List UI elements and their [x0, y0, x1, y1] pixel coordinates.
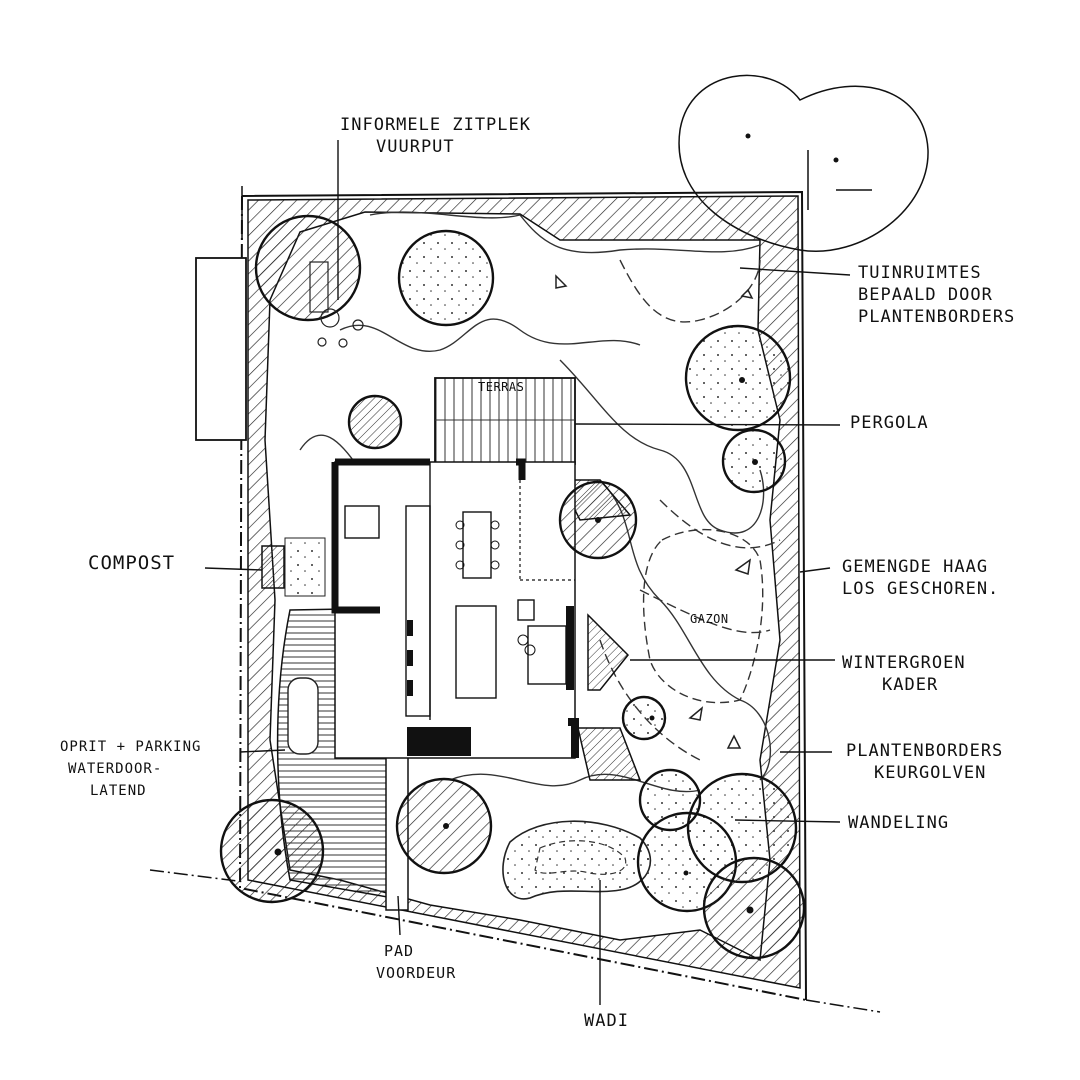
label-compost: COMPOST	[88, 552, 176, 574]
label-gemengde-haag: GEMENGDE HAAG LOS GESCHOREN.	[842, 557, 1000, 599]
neighbour-building	[195, 257, 247, 441]
terras	[434, 377, 576, 465]
label-wadi: WADI	[584, 1011, 629, 1031]
label-tuinruimtes: TUINRUIMTES BEPAALD DOOR PLANTENBORDERS	[858, 263, 1016, 327]
leader-lines	[204, 140, 851, 1005]
label-wintergroen-kader: WINTERGROEN KADER	[842, 653, 966, 695]
neighbour-tree-canopy	[678, 74, 929, 252]
vuurput-seating	[309, 261, 364, 348]
label-pad-voordeur: PAD VOORDEUR	[376, 942, 457, 982]
compost-bin	[261, 545, 285, 589]
label-plantenborders-keurgolven: PLANTENBORDERS KEURGOLVEN	[846, 741, 1004, 783]
pergola	[587, 613, 630, 691]
wadi-area	[502, 820, 652, 900]
gemengde-haag	[247, 195, 801, 989]
label-oprit-parking: OPRIT + PARKING WATERDOOR- LATEND	[60, 739, 202, 799]
label-wandeling: WANDELING	[848, 813, 950, 833]
label-informele-zitplek: INFORMELE ZITPLEK VUURPUT	[340, 115, 531, 157]
label-terras: TERRAS	[478, 380, 525, 394]
label-gazon: GAZON	[690, 612, 729, 626]
path-arrows	[555, 274, 754, 749]
label-pergola: PERGOLA	[850, 413, 929, 433]
tree-trunks	[274, 377, 758, 914]
house	[331, 458, 579, 759]
gazon-area	[642, 528, 764, 704]
